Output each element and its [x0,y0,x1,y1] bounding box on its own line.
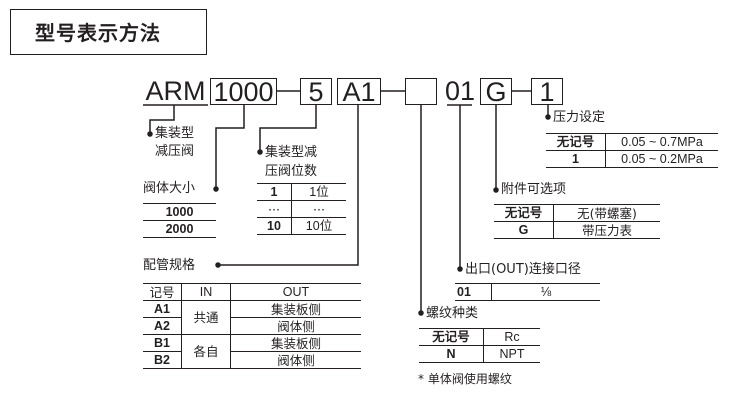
cell: 阀体侧 [230,351,361,369]
stations-label-1: 集装型减 [265,145,318,160]
thread-note: * 单体阀使用螺纹 [418,372,512,386]
cell: 无(带螺塞) [553,204,660,222]
cell: 无记号 [546,133,606,151]
cell: ··· [291,200,346,218]
series-label-2: 减压阀 [155,144,195,159]
body-size-label: 阀体大小 [143,181,196,196]
code-piping-box: A1 [337,78,381,106]
cell: 10 [257,217,292,235]
cell: ⅛ [491,283,600,301]
title-box [10,9,207,55]
cell: A2 [143,317,182,335]
header-cell: 记号 [143,283,182,301]
cell: 带压力表 [553,221,660,239]
cell: N [419,345,484,363]
cell: NPT [483,345,540,363]
code-thread-box [405,78,437,105]
code-option-box: G [480,78,512,106]
header-cell: OUT [230,283,361,301]
option-label: 附件可选项 [501,182,567,197]
port-label: 出口(OUT)连接口径 [465,262,581,277]
cell: 1 [546,150,606,168]
header-cell: IN [181,283,231,301]
pressure-label: 压力设定 [553,110,606,125]
stations-label-2: 压阀位数 [265,164,318,179]
cell: 共通 [181,300,231,335]
cell: A1 [143,300,182,318]
code-pressure-box: 1 [531,78,563,106]
cell: 无记号 [419,328,484,346]
cell: 0.05 ~ 0.7MPa [605,133,718,151]
cell: 阀体侧 [230,317,361,335]
body-size-1000: 1000 [143,203,216,221]
cell: 无记号 [494,204,554,222]
cell: G [494,221,554,239]
page-title: 型号表示方法 [35,21,161,45]
cell: 01 [455,283,492,301]
cell: ··· [257,200,292,218]
body-size-2000: 2000 [143,220,216,238]
cell: Rc [483,328,540,346]
cell: 集装板侧 [230,334,361,352]
cell: 1 [257,183,292,201]
code-prefix: ARM [145,76,206,106]
cell: B2 [143,351,182,369]
code-port: 01 [445,76,476,106]
body-size-table: 1000 2000 [143,203,216,238]
cell: 0.05 ~ 0.2MPa [605,150,718,168]
cell: 1位 [291,183,346,201]
thread-label: 螺纹种类 [426,306,479,321]
cell: 10位 [291,217,346,235]
piping-label: 配管规格 [143,258,196,273]
series-label-1: 集装型 [155,126,195,141]
cell: B1 [143,334,182,352]
cell: 集装板侧 [230,300,361,318]
code-positions-box: 5 [300,78,332,106]
cell: 各自 [181,334,231,369]
code-size-box: 1000 [210,78,277,106]
